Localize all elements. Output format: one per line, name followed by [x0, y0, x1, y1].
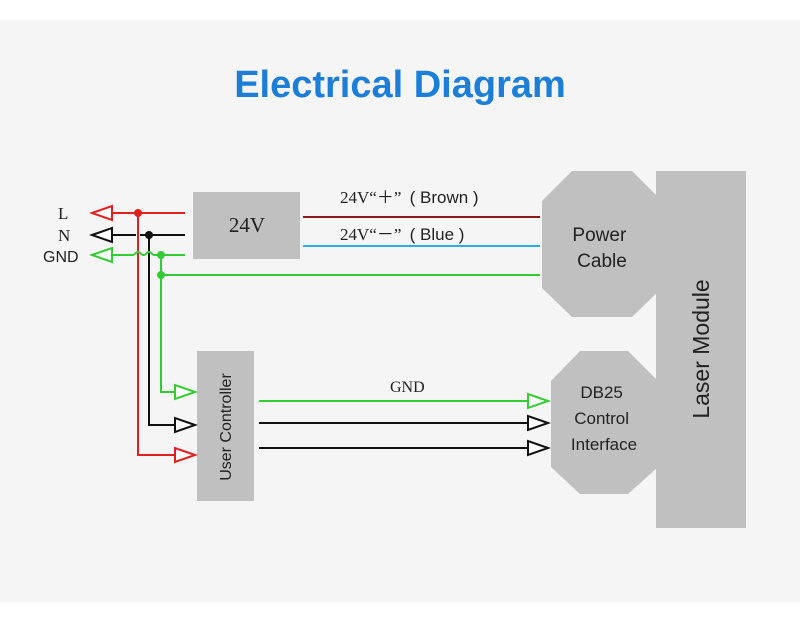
db25-label-line2: Control — [574, 409, 629, 428]
label-controller-gnd: GND — [390, 379, 425, 396]
junction-live — [134, 209, 142, 217]
power-cable-label-line1: Power — [572, 225, 627, 246]
power-cable-box — [542, 171, 662, 317]
label-24v-positive-name: ( Brown ) — [410, 188, 479, 207]
svg-text:DB25 Control Interface: DB25 Control Interface — [571, 383, 637, 454]
junction-ground-2 — [157, 271, 165, 279]
power-cable-label-line2: Cable — [577, 251, 627, 272]
label-24v-negative-prefix: 24V“－” — [340, 225, 401, 244]
label-24v-positive: 24V“＋” ( Brown ) — [340, 188, 479, 207]
input-label-gnd: GND — [43, 249, 79, 266]
wire-controller-gnd — [259, 392, 552, 410]
diagram-title: Electrical Diagram — [234, 64, 566, 106]
user-controller-box — [197, 351, 254, 501]
user-controller-label: User Controller — [218, 373, 235, 481]
db25-label-line1: DB25 — [580, 383, 623, 402]
wire-live — [88, 204, 199, 464]
wire-ground — [88, 246, 540, 401]
db25-label-line3: Interface — [571, 435, 637, 454]
db25-interface-box — [551, 351, 658, 494]
laser-module-label: Laser Module — [688, 279, 714, 418]
junction-neutral — [145, 231, 153, 239]
wire-controller-signal-2 — [259, 439, 552, 457]
wire-controller-signal-1 — [259, 414, 552, 432]
psu-24v-box — [193, 192, 300, 259]
label-24v-negative-name: ( Blue ) — [410, 225, 465, 244]
input-label-l: L — [58, 204, 68, 223]
label-24v-negative: 24V“－” ( Blue ) — [340, 225, 464, 244]
input-label-n: N — [58, 226, 70, 245]
psu-24v-label: 24V — [229, 213, 265, 237]
junction-ground-1 — [157, 251, 165, 259]
svg-text:Power Cable: Power Cable — [572, 225, 631, 272]
laser-module-box — [656, 171, 746, 528]
label-24v-positive-prefix: 24V“＋” — [340, 188, 401, 207]
